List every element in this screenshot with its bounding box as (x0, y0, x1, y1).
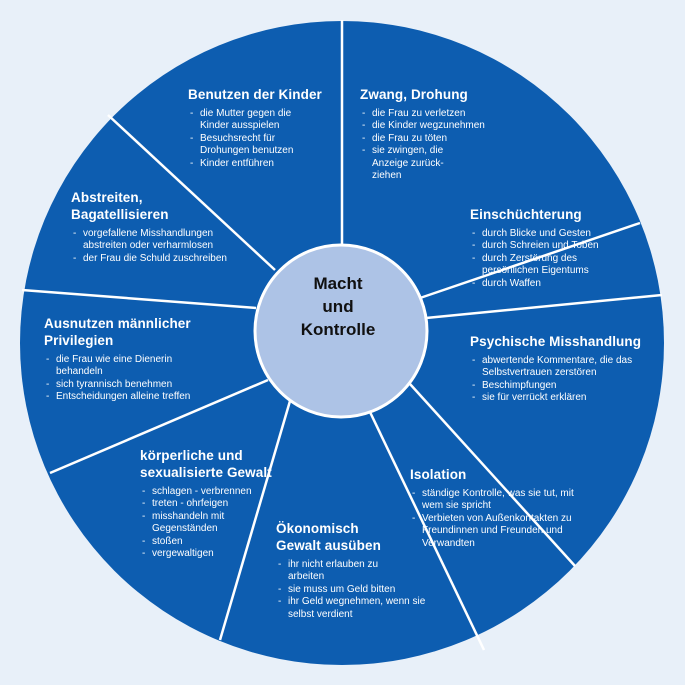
segment-item: die Kinder wegzunehmen (360, 120, 520, 133)
center-label: Macht und Kontrolle (257, 272, 419, 341)
segment-item: sie zwingen, die Anzeige zurück-ziehen (360, 145, 460, 182)
segment-item: durch Zerstörung des persönlichen Eigent… (470, 253, 600, 278)
segment-item: abwertende Kommentare, die das Selbstver… (470, 355, 652, 380)
segment-items: die Mutter gegen die Kinder ausspielen B… (188, 108, 338, 170)
segment-item: vorgefallene Misshandlungen abstreiten o… (71, 228, 253, 253)
segment-items: vorgefallene Misshandlungen abstreiten o… (71, 228, 261, 266)
segment-item: ihr Geld wegnehmen, wenn sie selbst verd… (276, 596, 428, 621)
segment-item: durch Waffen (470, 278, 620, 291)
segment-item: vergewaltigen (140, 548, 290, 561)
segment-divider (218, 400, 292, 641)
segment-item: Kinder entführen (188, 158, 338, 171)
segment-psychische-misshandlung: Psychische Misshandlung abwertende Komme… (470, 333, 650, 405)
segment-item: sie für verrückt erklären (470, 392, 650, 405)
segment-title: Ökonomisch Gewalt ausüben (276, 521, 381, 553)
segment-items: ständige Kontrolle, was sie tut, mit wem… (410, 488, 590, 550)
segment-items: abwertende Kommentare, die das Selbstver… (470, 355, 650, 405)
center-hub (253, 243, 429, 419)
segment-title: Einschüchterung (470, 207, 582, 222)
segment-title: Zwang, Drohung (360, 87, 468, 102)
segment-item: die Frau wie eine Dienerin behandeln (44, 354, 196, 379)
segment-item: Entscheidungen alleine treffen (44, 391, 216, 404)
segment-items: durch Blicke und Gesten durch Schreien u… (470, 228, 620, 290)
segment-items: schlagen - verbrennen treten - ohrfeigen… (140, 486, 290, 561)
segment-items: die Frau zu verletzen die Kinder wegzune… (360, 108, 520, 182)
segment-item: treten - ohrfeigen (140, 498, 290, 511)
segment-zwang-drohung: Zwang, Drohung die Frau zu verletzen die… (360, 86, 520, 182)
segment-divider (21, 288, 257, 310)
segment-maennliche-privilegien: Ausnutzen männlicher Privilegien die Fra… (44, 315, 224, 404)
segment-item: sie muss um Geld bitten (276, 584, 426, 597)
segment-isolation: Isolation ständige Kontrolle, was sie tu… (410, 466, 590, 550)
segment-item: misshandeln mit Gegenständen (140, 511, 252, 536)
segment-title: körperliche und sexualisierte Gewalt (140, 448, 272, 480)
segment-item: die Mutter gegen die Kinder ausspielen (188, 108, 318, 133)
segment-item: stoßen (140, 536, 290, 549)
center-line: Kontrolle (300, 320, 376, 339)
segment-item: Besuchsrecht für Drohungen benutzen (188, 133, 320, 158)
segment-einschuechterung: Einschüchterung durch Blicke und Gesten … (470, 206, 620, 290)
segment-oekonomische-gewalt: Ökonomisch Gewalt ausüben ihr nicht erla… (276, 520, 426, 621)
segment-items: ihr nicht erlauben zu arbeiten sie muss … (276, 559, 426, 621)
segment-item: durch Blicke und Gesten (470, 228, 620, 241)
segment-title: Psychische Misshandlung (470, 334, 642, 349)
segment-item: durch Schreien und Toben (470, 240, 620, 253)
segment-item: schlagen - verbrennen (140, 486, 290, 499)
center-line: und (322, 297, 354, 316)
segment-abstreiten-bagatellisieren: Abstreiten, Bagatellisieren vorgefallene… (71, 189, 261, 266)
center-line: Macht (313, 274, 363, 293)
segment-items: die Frau wie eine Dienerin behandeln sic… (44, 354, 224, 404)
segment-benutzen-der-kinder: Benutzen der Kinder die Mutter gegen die… (188, 86, 338, 170)
segment-title: Ausnutzen männlicher Privilegien (44, 316, 191, 348)
segment-item: Beschimpfungen (470, 380, 650, 393)
segment-divider (49, 378, 269, 475)
segment-divider (425, 293, 663, 320)
segment-item: sich tyrannisch benehmen (44, 379, 224, 392)
segment-item: die Frau zu töten (360, 133, 520, 146)
segment-item: der Frau die Schuld zuschreiben (71, 253, 261, 266)
segment-title: Isolation (410, 467, 467, 482)
segment-item: die Frau zu verletzen (360, 108, 520, 121)
segment-item: ständige Kontrolle, was sie tut, mit wem… (410, 488, 587, 513)
segment-title: Abstreiten, Bagatellisieren (71, 190, 169, 222)
segment-koerperliche-gewalt: körperliche und sexualisierte Gewalt sch… (140, 447, 290, 561)
segment-item: Verbieten von Außenkontakten zu Freundin… (410, 513, 592, 550)
segment-title: Benutzen der Kinder (188, 87, 322, 102)
segment-item: ihr nicht erlauben zu arbeiten (276, 559, 383, 584)
